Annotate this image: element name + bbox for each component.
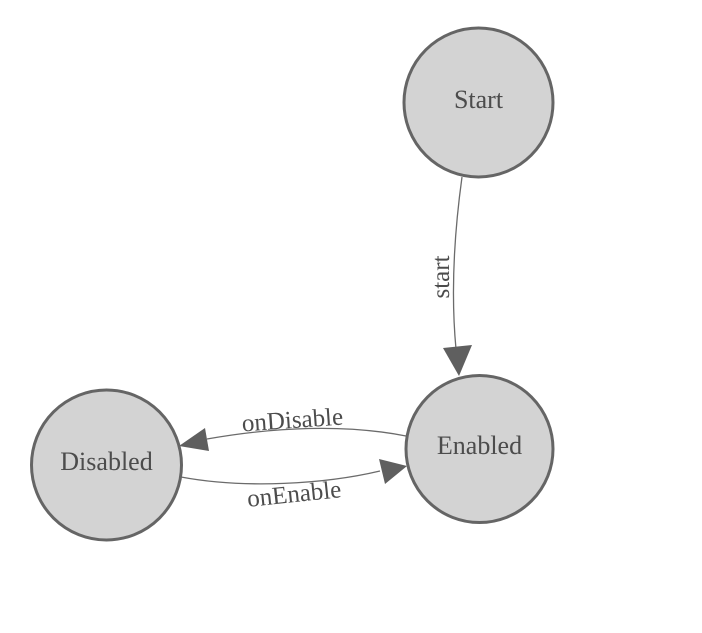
edge-line-onenable — [180, 470, 381, 485]
state-label-disabled: Disabled — [60, 447, 152, 476]
state-node-enabled: Enabled — [404, 374, 555, 524]
state-node-disabled: Disabled — [30, 388, 183, 542]
edge-line-start — [452, 176, 463, 350]
state-circle-disabled — [30, 388, 183, 542]
state-node-start: Start — [402, 26, 555, 179]
transition-edge-onenable: onEnable — [180, 459, 407, 513]
state-circle-enabled — [404, 374, 555, 524]
state-label-start: Start — [454, 85, 504, 114]
transition-edge-ondisable: onDisable — [179, 404, 407, 451]
transition-label-onenable: onEnable — [246, 476, 343, 513]
state-label-enabled: Enabled — [437, 431, 522, 460]
edge-line-ondisable — [206, 427, 407, 440]
transition-edge-start: start — [428, 176, 472, 376]
transition-label-ondisable: onDisable — [241, 404, 344, 438]
transition-label-start: start — [428, 255, 455, 298]
state-circle-start — [402, 26, 555, 179]
arrowhead-to-enabled-left — [379, 459, 407, 484]
arrowhead-to-disabled — [179, 428, 209, 451]
arrowhead-to-enabled-top — [443, 345, 472, 376]
